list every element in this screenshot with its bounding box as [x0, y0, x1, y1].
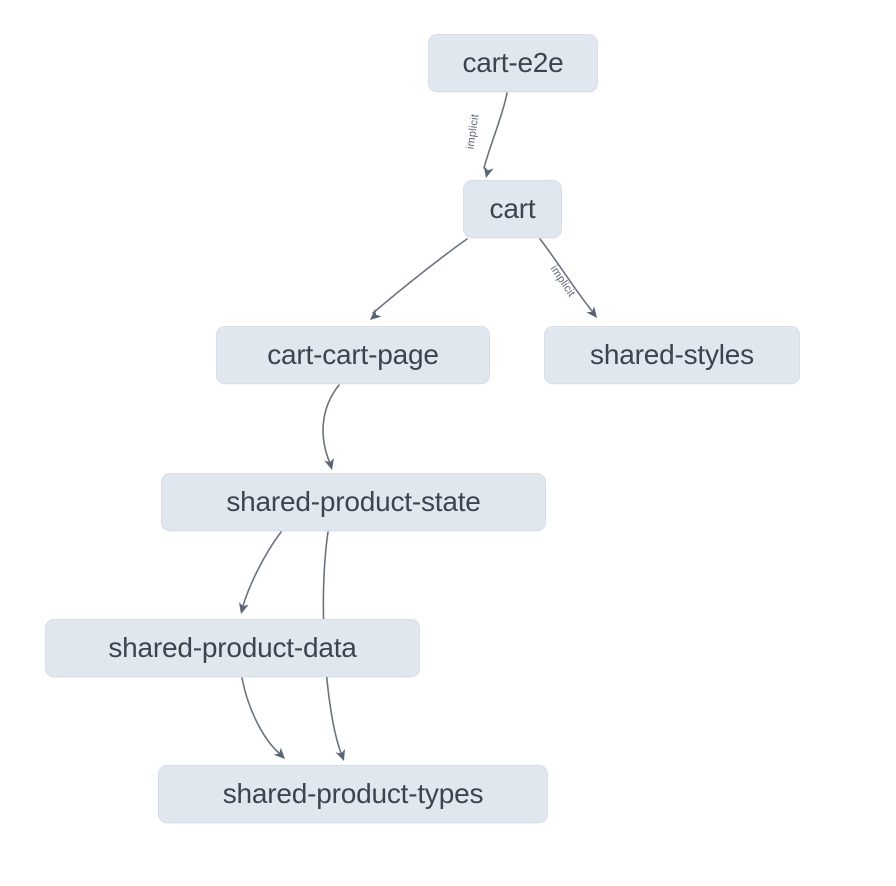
edge-arrowhead-icon: [335, 748, 345, 761]
edge-cart-cart-cart-page[interactable]: [367, 238, 468, 324]
edge-arrowhead-icon: [273, 747, 285, 759]
edge-arrowhead-icon: [239, 602, 249, 614]
edge-arrowhead-icon: [483, 166, 494, 178]
edge-cart-e2e-cart[interactable]: implicit: [465, 92, 508, 179]
edge-arrowhead-icon: [324, 458, 334, 470]
edge-line: [372, 238, 468, 314]
graph-node-label: shared-product-types: [222, 778, 484, 809]
graph-node-label: shared-product-data: [108, 632, 357, 663]
graph-node-label: cart-cart-page: [267, 339, 439, 370]
graph-node-label: shared-styles: [590, 339, 754, 370]
edge-line: [241, 677, 280, 754]
edge-arrowhead-icon: [586, 306, 597, 318]
graph-node-label: shared-product-state: [226, 486, 481, 517]
graph-node-shared-product-types[interactable]: shared-product-types: [158, 765, 548, 823]
graph-node-label: cart: [489, 193, 536, 224]
edge-line: [322, 384, 340, 464]
graph-node-cart[interactable]: cart: [463, 180, 562, 238]
edge-cart-page-product-state[interactable]: [322, 384, 340, 471]
edge-line: [539, 238, 593, 312]
edge-label: implicit: [465, 113, 482, 150]
graph-node-shared-product-state[interactable]: shared-product-state: [161, 473, 546, 531]
graph-node-shared-product-data[interactable]: shared-product-data: [45, 619, 420, 677]
graph-node-cart-cart-page[interactable]: cart-cart-page: [216, 326, 490, 384]
graph-node-shared-styles[interactable]: shared-styles: [544, 326, 800, 384]
edge-cart-shared-styles[interactable]: implicit: [539, 238, 601, 321]
edge-line: [483, 92, 508, 169]
graph-node-label: cart-e2e: [462, 47, 564, 78]
edge-arrowhead-icon: [370, 309, 382, 320]
edge-line: [242, 531, 282, 607]
edge-product-data-product-types[interactable]: [241, 677, 289, 763]
edge-product-state-product-data[interactable]: [236, 531, 282, 615]
edge-label: implicit: [548, 263, 578, 299]
graph-node-cart-e2e[interactable]: cart-e2e: [428, 34, 598, 92]
